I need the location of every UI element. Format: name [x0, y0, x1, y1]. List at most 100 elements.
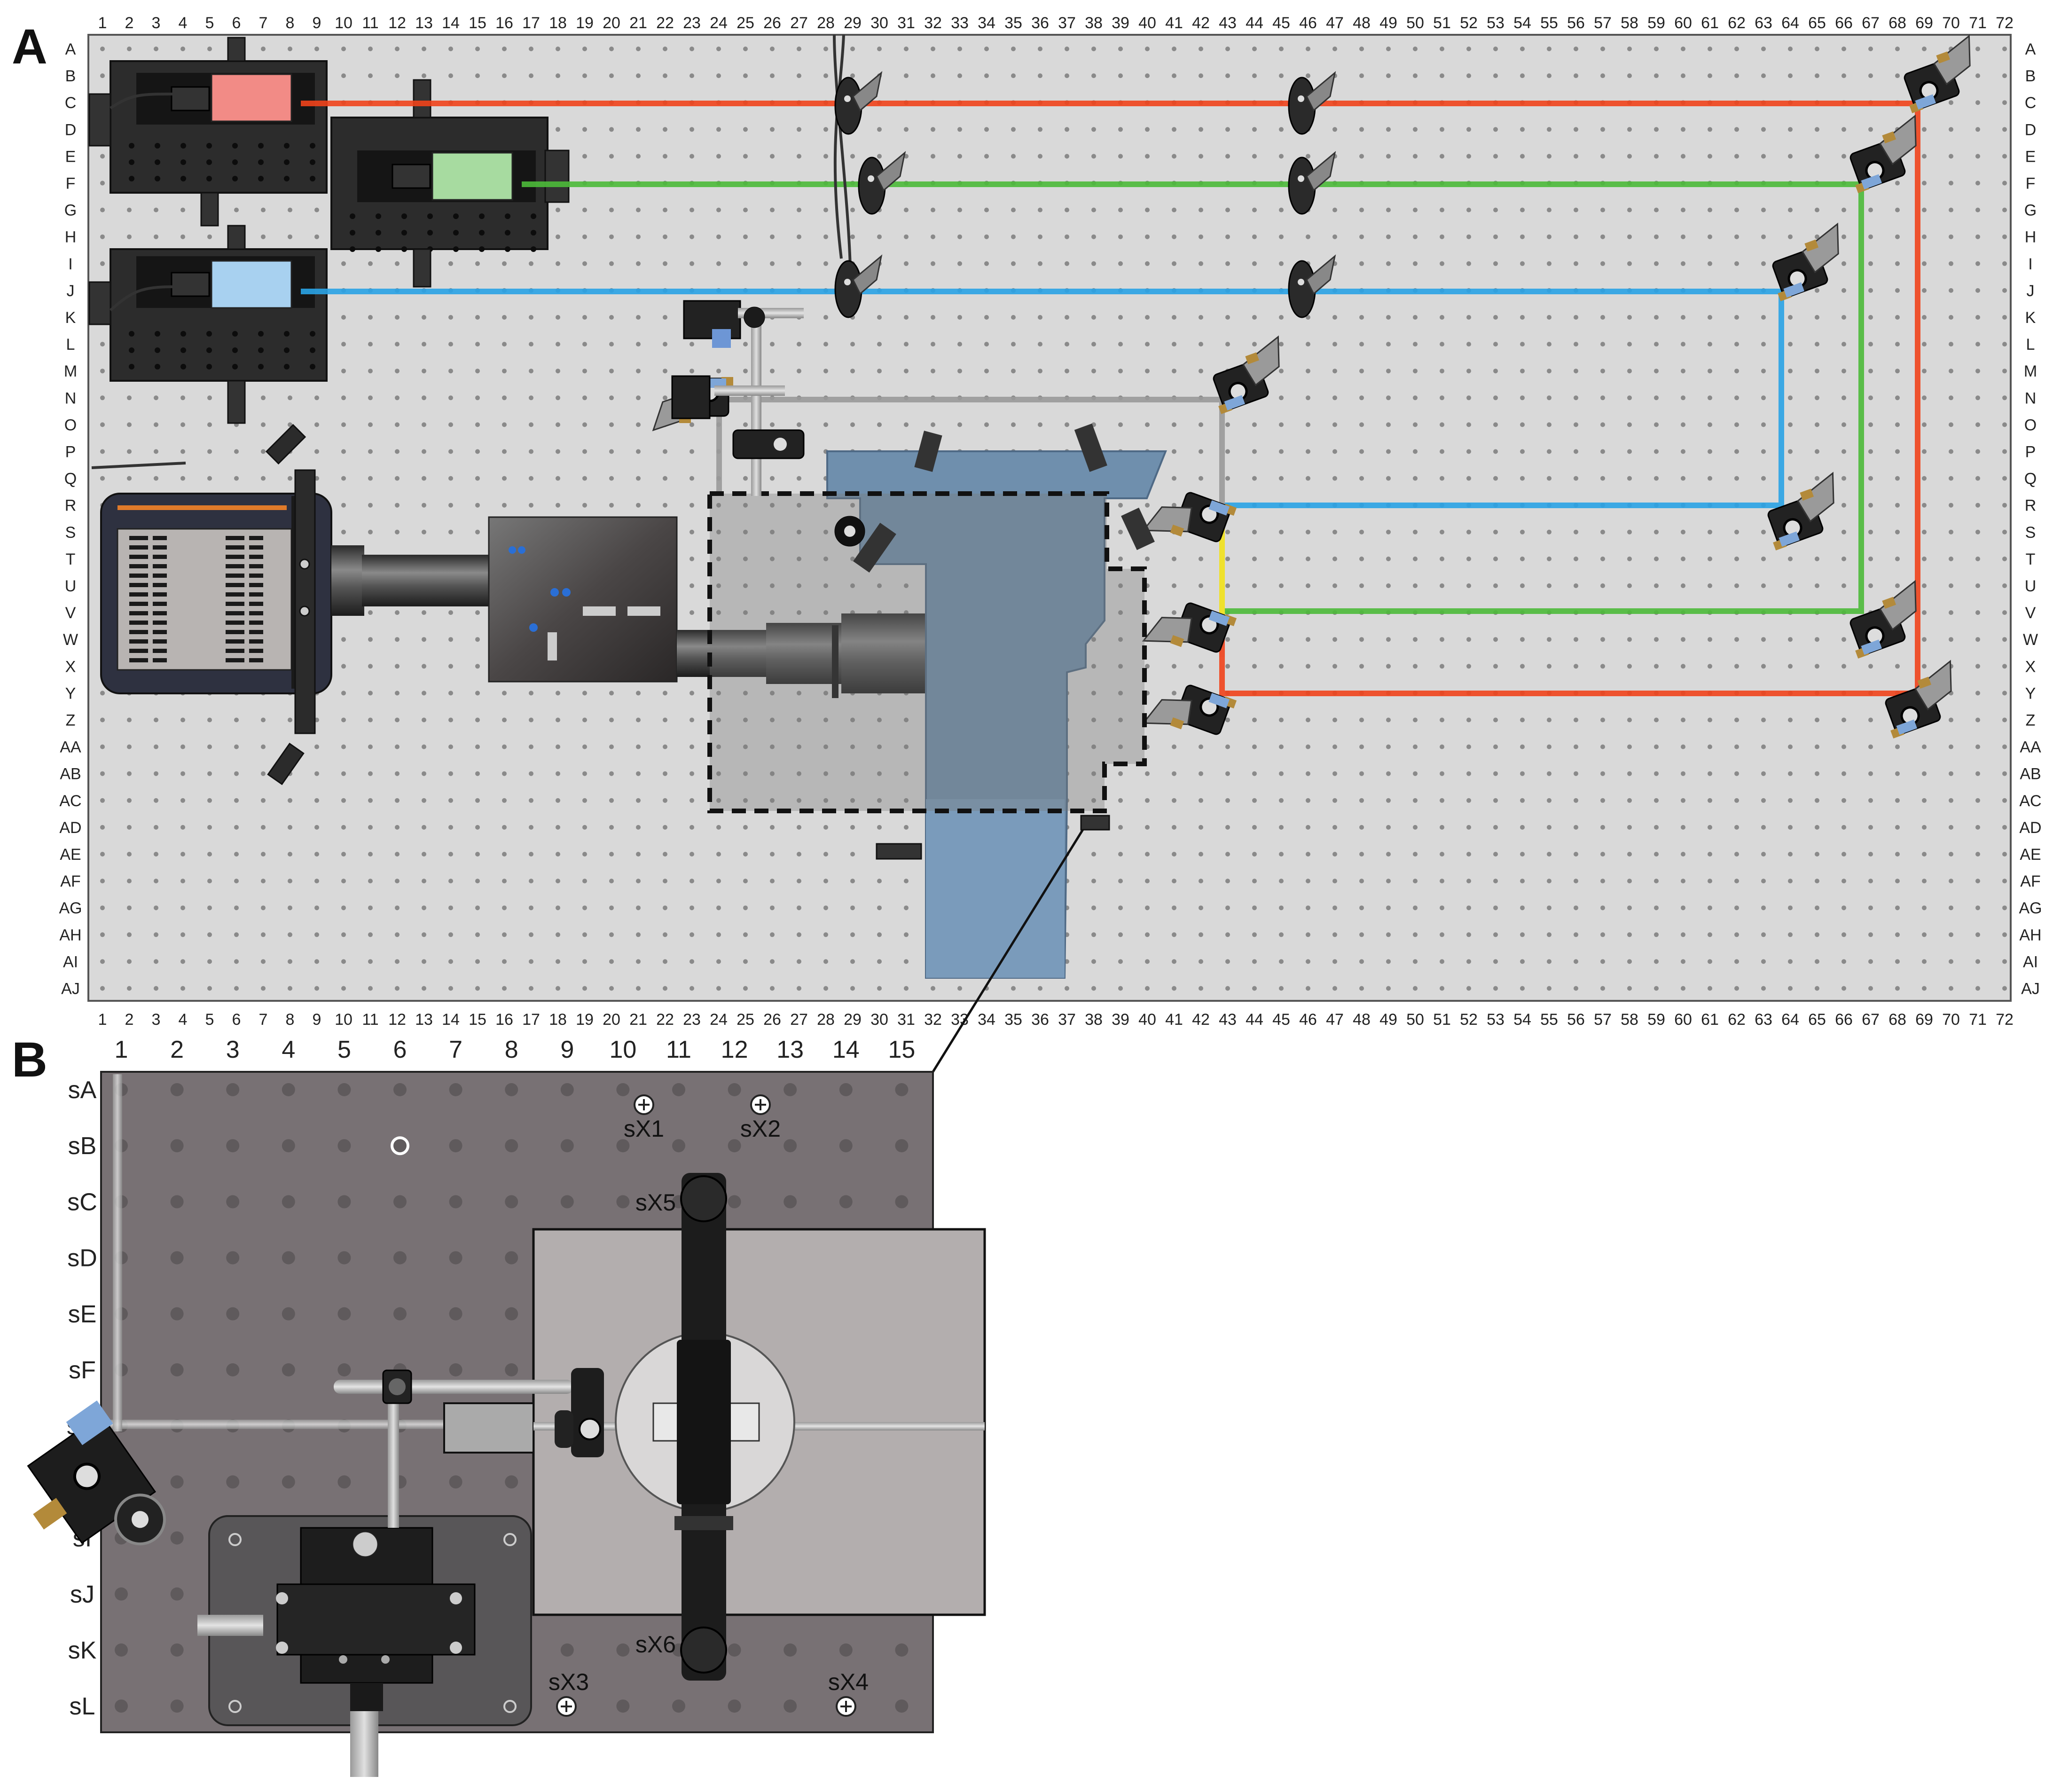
laser-green-head [431, 152, 513, 201]
column-label: 64 [1781, 1011, 1799, 1029]
row-label: AD [2019, 819, 2041, 837]
column-label: 35 [1004, 1011, 1022, 1029]
column-label: 39 [1112, 14, 1129, 32]
row-label: AC [59, 792, 81, 810]
laser-blue-module [110, 248, 328, 382]
row-label: S [2025, 524, 2036, 542]
row-label: N [2025, 389, 2037, 407]
column-label: 60 [1674, 14, 1692, 32]
screw-marker-label: sX5 [635, 1189, 676, 1216]
column-label: 25 [737, 14, 754, 32]
row-label: C [65, 94, 77, 112]
row-label: sE [68, 1301, 97, 1328]
row-label: D [65, 121, 77, 139]
column-label: 63 [1755, 1011, 1772, 1029]
column-label: 65 [1808, 14, 1826, 32]
row-label: F [66, 175, 76, 193]
column-label: 49 [1379, 14, 1397, 32]
row-label: P [2025, 443, 2036, 461]
screw-marker-label: sX1 [624, 1116, 664, 1142]
screw-marker-label: sX6 [635, 1631, 676, 1658]
column-label: 19 [576, 14, 594, 32]
column-label: 58 [1621, 14, 1638, 32]
column-label: 8 [286, 1011, 295, 1029]
column-label: 4 [282, 1036, 295, 1063]
column-label: 38 [1085, 14, 1103, 32]
column-label: 15 [469, 1011, 486, 1029]
column-label: 33 [951, 14, 969, 32]
column-label: 20 [603, 14, 620, 32]
column-label: 62 [1728, 14, 1746, 32]
panel-label-b: B [12, 1032, 47, 1087]
column-label: 12 [388, 14, 406, 32]
row-label: sD [67, 1245, 97, 1272]
mirror-mount [1142, 492, 1237, 542]
column-label: 10 [335, 1011, 353, 1029]
column-label: 71 [1969, 1011, 1987, 1029]
row-label: O [64, 416, 77, 434]
stage-optics [671, 300, 1155, 573]
column-label: 63 [1755, 14, 1772, 32]
column-label: 43 [1219, 14, 1237, 32]
row-label: L [2026, 336, 2035, 354]
column-label: 42 [1192, 14, 1210, 32]
column-label: 43 [1219, 1011, 1237, 1029]
row-label: AG [2019, 899, 2042, 917]
column-label: 12 [721, 1036, 748, 1063]
column-label: 23 [683, 1011, 701, 1029]
row-label: X [2025, 658, 2036, 676]
column-label: 67 [1862, 1011, 1880, 1029]
row-label: O [2024, 416, 2037, 434]
column-label: 42 [1192, 1011, 1210, 1029]
column-label: 34 [978, 14, 995, 32]
beamsplitter-mount [834, 254, 883, 318]
mirror-mount-b [27, 1400, 166, 1546]
column-label: 56 [1567, 1011, 1585, 1029]
laser-red-head [211, 73, 292, 122]
row-label: F [2026, 175, 2036, 193]
column-label: 5 [205, 1011, 214, 1029]
column-label: 4 [179, 14, 188, 32]
column-label: 27 [790, 14, 808, 32]
column-label: 22 [656, 1011, 674, 1029]
column-label: 10 [335, 14, 353, 32]
column-label: 16 [495, 1011, 513, 1029]
beamsplitter-mount [1288, 71, 1336, 135]
stage-outline [707, 491, 1147, 813]
row-label: Y [2025, 684, 2036, 702]
column-label: 5 [205, 14, 214, 32]
column-label: 6 [232, 14, 241, 32]
row-label: V [65, 604, 76, 622]
column-label: 67 [1862, 14, 1880, 32]
row-label: AJ [2021, 980, 2040, 998]
column-label: 11 [362, 14, 378, 32]
column-label: 53 [1487, 14, 1504, 32]
column-label: 14 [832, 1036, 860, 1063]
rod-assembly [334, 1368, 604, 1528]
row-label: I [68, 255, 72, 273]
column-label: 7 [449, 1036, 462, 1063]
column-label: 48 [1353, 14, 1371, 32]
column-label: 5 [337, 1036, 351, 1063]
camera-clamps [265, 424, 316, 786]
laser-red-module [110, 60, 328, 194]
column-label: 41 [1165, 1011, 1183, 1029]
row-label: R [65, 497, 77, 515]
column-label: 69 [1915, 14, 1933, 32]
column-label: 36 [1031, 14, 1049, 32]
column-label: 39 [1112, 1011, 1129, 1029]
column-label: 11 [666, 1036, 691, 1063]
column-label: 48 [1353, 1011, 1371, 1029]
row-label: N [65, 389, 77, 407]
column-label: 21 [629, 1011, 647, 1029]
translation-stage [197, 1515, 532, 1777]
column-label: 66 [1835, 1011, 1853, 1029]
mirror-mount [1213, 335, 1280, 414]
row-label: T [2026, 550, 2036, 568]
row-label: Z [66, 712, 76, 730]
column-label: 57 [1594, 14, 1612, 32]
laser-module-holes [129, 143, 536, 369]
screw-marker-label: sX4 [828, 1669, 869, 1695]
